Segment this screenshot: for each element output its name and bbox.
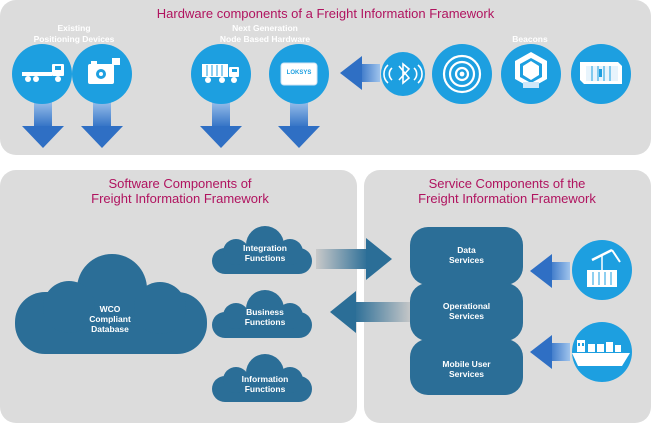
information-label: Information Functions xyxy=(220,374,310,394)
integration-label-line-2: Functions xyxy=(244,253,286,263)
existing-label-line-2: Positioning Devices xyxy=(33,34,115,44)
software-title-line-2: Freight Information Framework xyxy=(91,191,269,206)
database-label-line-2: Compliant xyxy=(89,314,131,324)
operational-services-line-1: Operational xyxy=(442,301,491,311)
mobile-services-label: Mobile User Services xyxy=(410,359,523,379)
node-device-brand: LOKSYS xyxy=(286,70,312,76)
next-gen-label-line-2: Node Based Hardware xyxy=(219,34,311,44)
existing-devices-label: Existing Positioning Devices xyxy=(14,23,134,45)
service-title: Service Components of the Freight Inform… xyxy=(387,176,627,206)
mobile-services-line-1: Mobile User xyxy=(442,359,491,369)
integration-label: Integration Functions xyxy=(220,243,310,263)
database-label: WCO Compliant Database xyxy=(55,304,165,334)
business-label-line-2: Functions xyxy=(244,317,286,327)
software-title: Software Components of Freight Informati… xyxy=(60,176,300,206)
beacons-label: Beacons xyxy=(512,34,548,44)
service-panel xyxy=(364,170,651,423)
integration-label-line-1: Integration xyxy=(243,243,287,253)
service-title-line-2: Freight Information Framework xyxy=(418,191,596,206)
service-title-line-1: Service Components of the xyxy=(428,176,586,191)
software-title-line-1: Software Components of xyxy=(108,176,252,191)
database-label-line-3: Database xyxy=(91,324,129,334)
information-label-line-2: Functions xyxy=(244,384,286,394)
business-label-line-1: Business xyxy=(246,307,284,317)
existing-label-line-1: Existing xyxy=(57,23,91,33)
data-services-line-1: Data xyxy=(457,245,476,255)
mobile-services-line-2: Services xyxy=(449,369,484,379)
next-gen-label-line-1: Next Generation xyxy=(232,23,298,33)
hardware-title: Hardware components of a Freight Informa… xyxy=(156,6,495,21)
business-label: Business Functions xyxy=(220,307,310,327)
data-services-line-2: Services xyxy=(449,255,484,265)
data-services-label: Data Services xyxy=(410,245,523,265)
database-label-line-1: WCO xyxy=(99,304,121,314)
operational-services-line-2: Services xyxy=(449,311,484,321)
information-label-line-1: Information xyxy=(241,374,289,384)
next-gen-label: Next Generation Node Based Hardware xyxy=(195,23,335,45)
operational-services-label: Operational Services xyxy=(410,301,523,321)
